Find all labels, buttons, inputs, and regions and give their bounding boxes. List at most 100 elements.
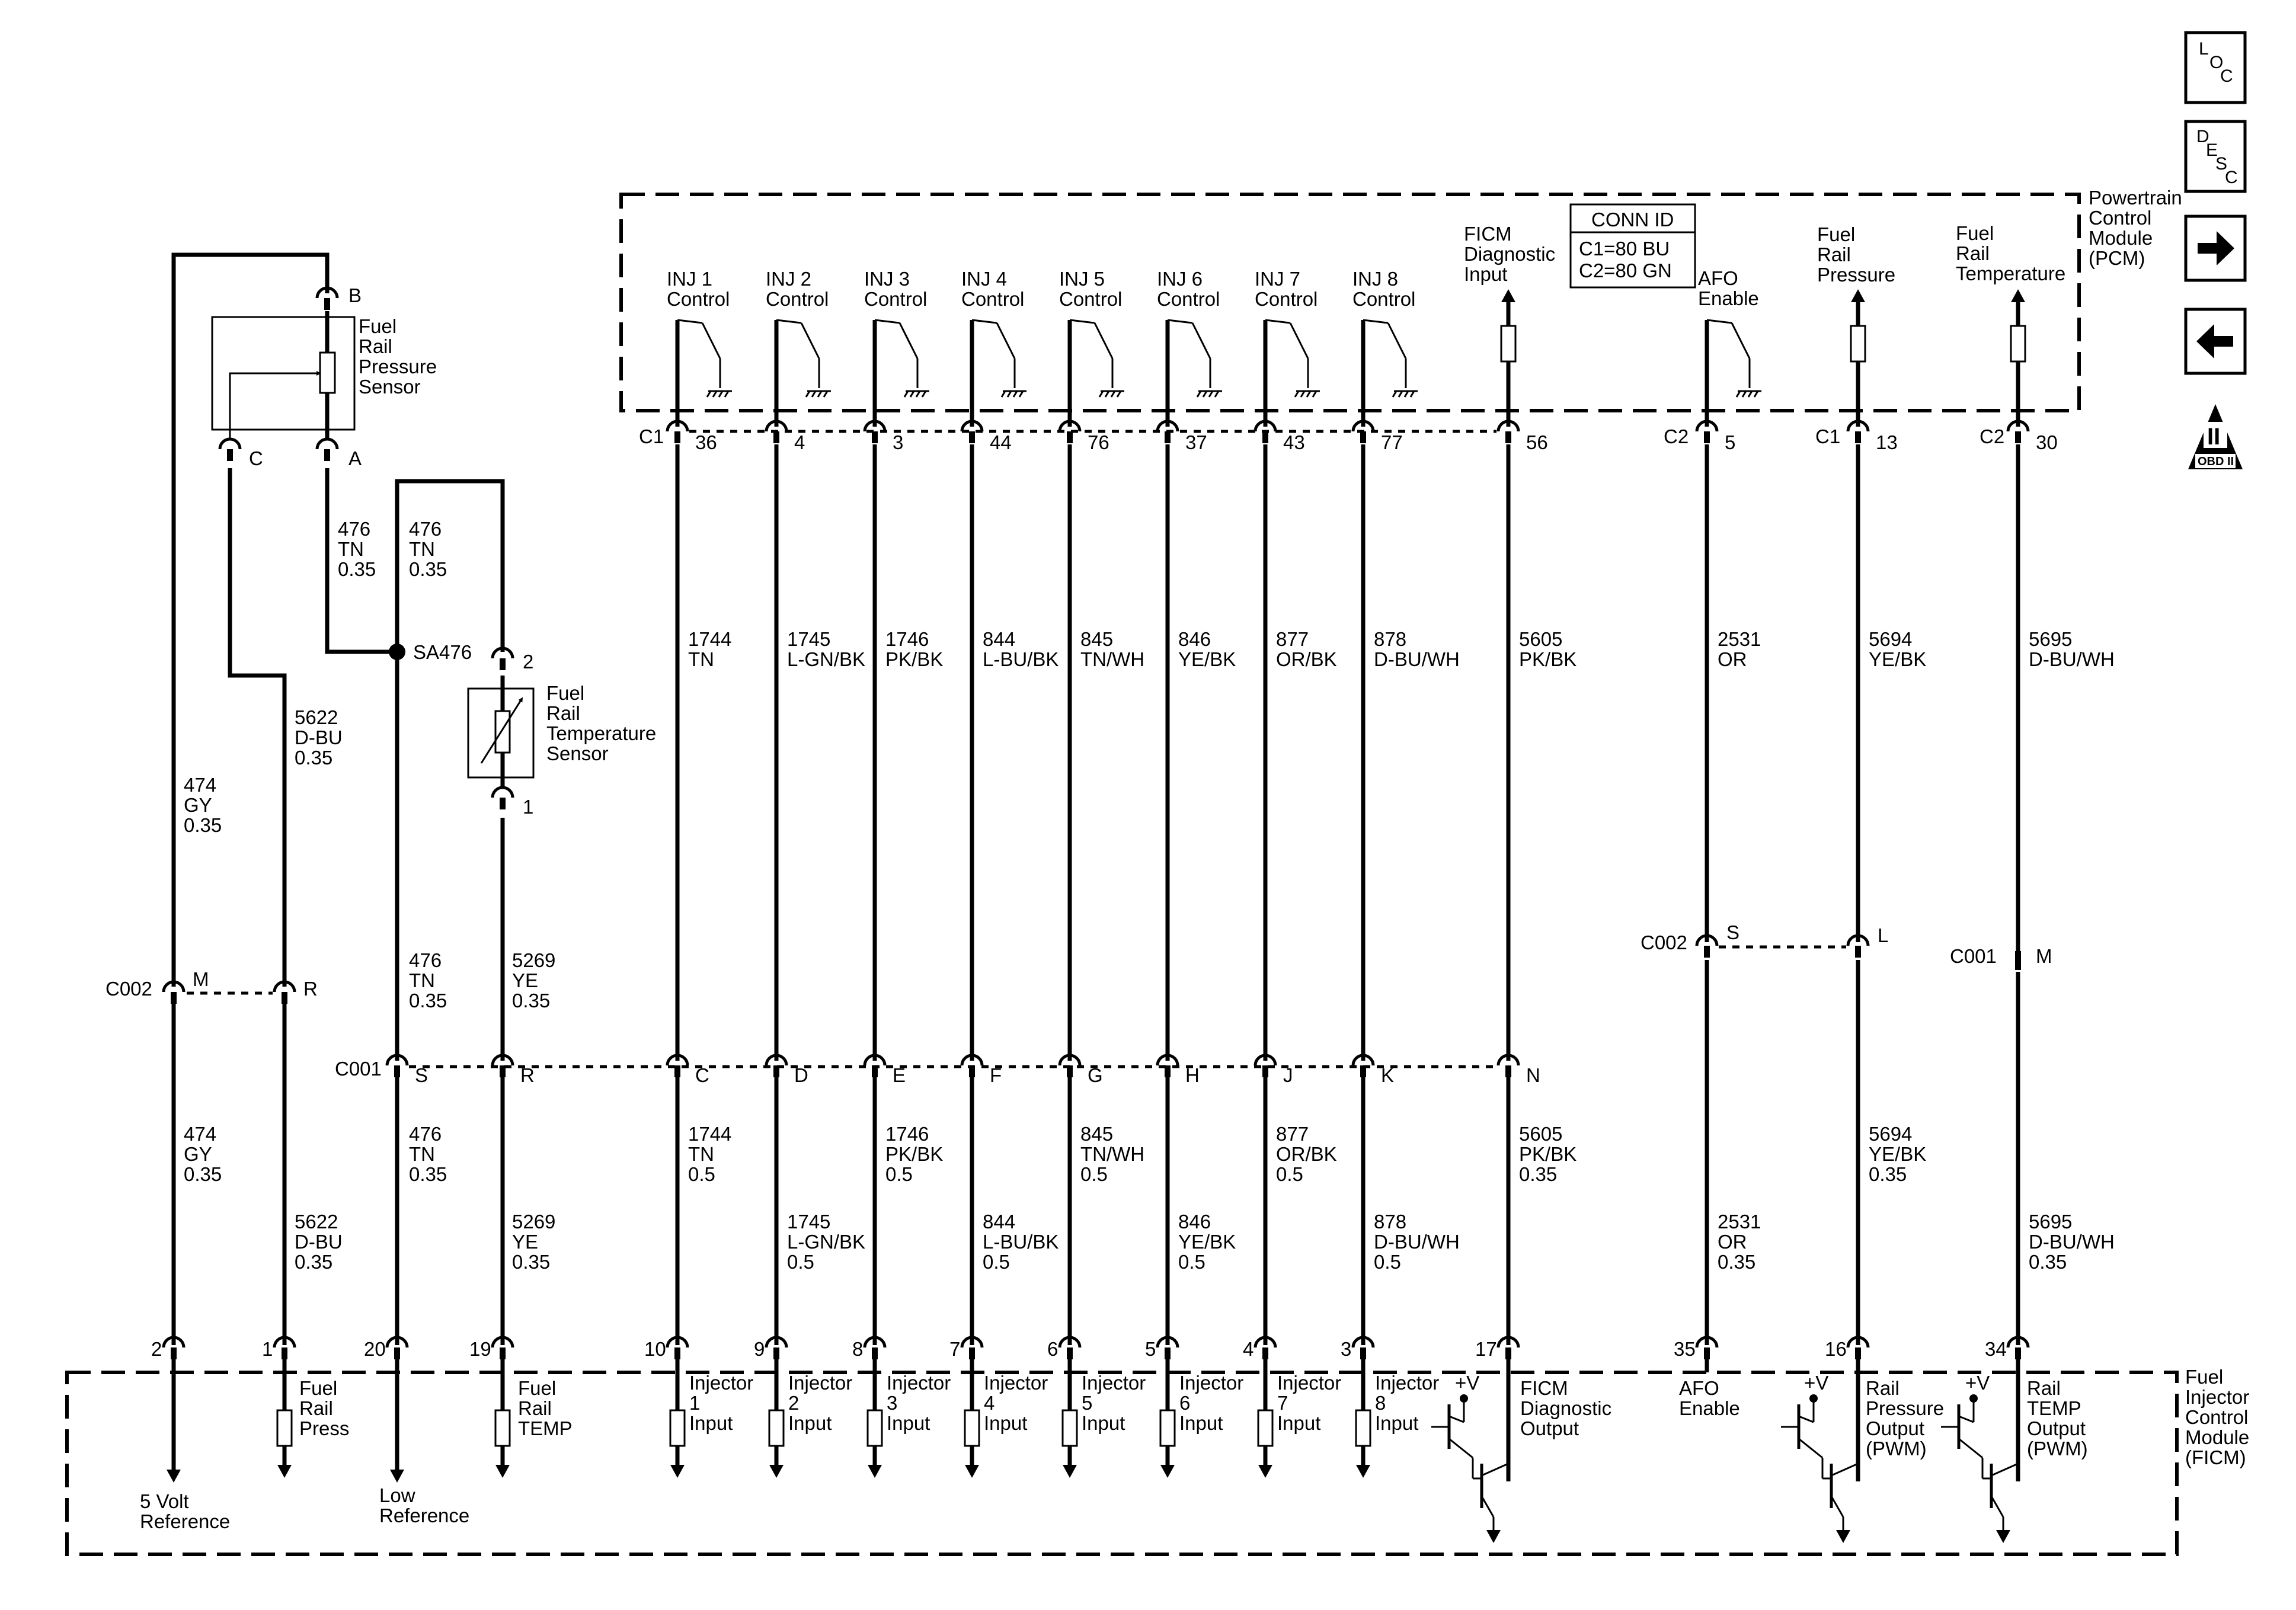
pcm-pin-number-11: 30 [2036, 431, 2058, 453]
svg-text:0.35: 0.35 [409, 990, 447, 1012]
ficm-pin-10 [1253, 1336, 1277, 1359]
ficm-pin-12 [1496, 1336, 1520, 1359]
pcm-wire-circuit-6: 877 [1276, 628, 1309, 650]
svg-text:AFO: AFO [1698, 267, 1738, 289]
ficm-wire-circuit-7: 878 [1374, 1211, 1406, 1233]
pcm-wire-color-4: TN/WH [1080, 648, 1144, 670]
pcm-pin-number-8: 56 [1526, 431, 1548, 453]
svg-text:Injector: Injector [2185, 1386, 2249, 1408]
wire-label-5622-bot: 5622 D-BU 0.35 [295, 1211, 343, 1273]
next-page-button[interactable] [2184, 215, 2247, 282]
ficm-wire-color-6: OR/BK [1276, 1143, 1337, 1165]
ficm-pin-number-10: 4 [1243, 1338, 1253, 1360]
pcm-connector-pin-4 [1058, 420, 1082, 443]
five-volt-reference-arrow [167, 1359, 181, 1483]
c001-pin-label-9: K [1381, 1064, 1394, 1086]
pcm-wire-circuit-2: 1746 [885, 628, 929, 650]
c002-right-pin-s-label: S [1726, 921, 1739, 943]
prev-page-button[interactable] [2184, 308, 2247, 375]
c001-pin-label-2: C [695, 1064, 709, 1086]
svg-text:Fuel: Fuel [359, 315, 396, 337]
ficm-wire-gauge-3: 0.5 [983, 1251, 1010, 1273]
svg-text:5 Volt: 5 Volt [140, 1490, 189, 1512]
c001-pin-4 [863, 1054, 887, 1077]
pcm-pin-number-6: 43 [1283, 431, 1305, 453]
svg-text:0.35: 0.35 [295, 747, 332, 769]
ficm-pin-11 [1351, 1336, 1375, 1359]
svg-text:FICM: FICM [1520, 1377, 1568, 1399]
svg-text:0.35: 0.35 [338, 558, 376, 580]
ficm-label: Fuel Injector Control Module (FICM) [2185, 1366, 2249, 1468]
ficm-wire-color-9: OR [1718, 1231, 1747, 1253]
inj-2-label: INJ 2 [766, 268, 811, 290]
ficm-wire-color-7: D-BU/WH [1374, 1231, 1460, 1253]
svg-text:Reference: Reference [140, 1510, 230, 1532]
svg-text:Input: Input [1464, 263, 1507, 285]
label-ficm-diagnostic-output: FICM Diagnostic Output [1520, 1377, 1611, 1439]
pcm-wire-circuit-4: 845 [1080, 628, 1113, 650]
injector-4-input-word: Input [984, 1412, 1027, 1434]
svg-text:Output: Output [1866, 1417, 1924, 1439]
ficm-wire-color-8: PK/BK [1519, 1143, 1576, 1165]
label-fuel-rail-temperature-pcm: Fuel Rail Temperature [1956, 222, 2065, 284]
c001-main-name: C001 [335, 1058, 382, 1080]
injector-7-number: 7 [1277, 1392, 1288, 1414]
label-afo-enable-pcm: AFO Enable [1698, 267, 1759, 309]
wire-label-5269-top: 5269 YE 0.35 [512, 949, 555, 1012]
ficm-pin-number-8: 6 [1047, 1338, 1058, 1360]
ficm-wire-color-11: D-BU/WH [2029, 1231, 2115, 1253]
c001-pin-label-1: R [520, 1064, 535, 1086]
inj-5-label: INJ 5 [1059, 268, 1105, 290]
desc-letter-c: C [2225, 168, 2238, 187]
svg-text:Module: Module [2185, 1426, 2249, 1448]
svg-text:Pressure: Pressure [1866, 1397, 1944, 1419]
label-fuel-rail-press: Fuel Rail Press [299, 1377, 349, 1439]
pcm-wire-circuit-11: 5695 [2029, 628, 2072, 650]
svg-text:0.35: 0.35 [512, 990, 550, 1012]
temperature-sensor-label: Fuel Rail Temperature Sensor [546, 682, 656, 764]
svg-text:Control: Control [2185, 1406, 2248, 1428]
fuel-rail-pressure-sensor: Fuel Rail Pressure Sensor B C A [211, 284, 437, 469]
loc-button[interactable]: L O C [2184, 31, 2247, 104]
loc-letter-l: L [2199, 39, 2209, 59]
ficm-wire-gauge-10: 0.35 [1869, 1163, 1907, 1185]
desc-button[interactable]: D E S C [2184, 120, 2247, 193]
pcm-connector-pin-11 [2006, 420, 2030, 443]
injector-8-input-resistor [1355, 1359, 1371, 1478]
injector-1-number: 1 [689, 1392, 700, 1414]
ficm-pin-number-9: 5 [1145, 1338, 1156, 1360]
ficm-pin-number-11: 3 [1341, 1338, 1351, 1360]
c001-right-pin-label: M [2036, 945, 2052, 967]
ficm-pin-number-7: 7 [949, 1338, 960, 1360]
injector-5-input-word: Input [1082, 1412, 1125, 1434]
svg-text:(PWM): (PWM) [1866, 1438, 1927, 1459]
svg-text:TN: TN [409, 1143, 435, 1165]
ficm-pin-2 [385, 1336, 409, 1359]
svg-text:AFO: AFO [1679, 1377, 1719, 1399]
c002-right-name: C002 [1641, 932, 1687, 953]
svg-text:CONN ID: CONN ID [1591, 209, 1674, 231]
pcm-wire-color-6: OR/BK [1276, 648, 1337, 670]
c001-pin-10 [1496, 1054, 1520, 1077]
desc-letter-e: E [2206, 140, 2218, 160]
obd-ii-button[interactable]: II OBD II [2188, 404, 2243, 469]
temp-pin-2: 2 [523, 651, 533, 673]
fuel-rail-pressure-input-resistor [1850, 289, 1866, 427]
pcm-pin-number-7: 77 [1381, 431, 1403, 453]
ficm-pin-6 [863, 1336, 887, 1359]
c002-right-pin-l-label: L [1878, 924, 1888, 946]
svg-text:Fuel: Fuel [1956, 222, 1994, 244]
pcm-wire-circuit-9: 2531 [1718, 628, 1761, 650]
svg-text:0.35: 0.35 [184, 1163, 222, 1185]
